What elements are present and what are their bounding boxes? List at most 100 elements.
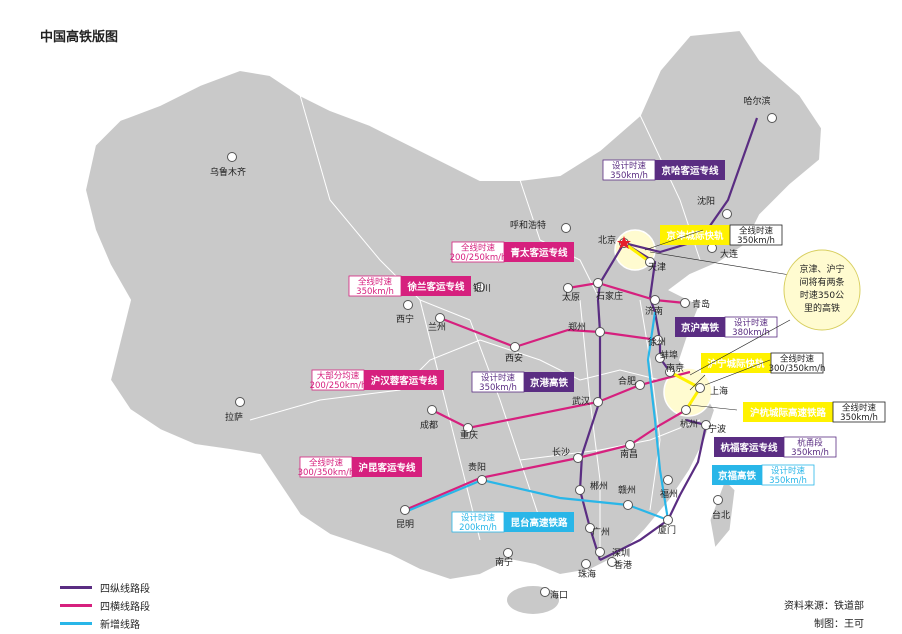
city-dot xyxy=(701,420,711,430)
city-dot xyxy=(503,548,513,558)
city-dot xyxy=(722,209,732,219)
route-spec-value: 200/250km/h xyxy=(450,253,507,263)
route-name: 京福高铁 xyxy=(718,470,757,482)
route-name-bg xyxy=(701,353,771,373)
city-label: 青岛 xyxy=(692,298,710,310)
kuntai-line xyxy=(404,478,669,522)
city-label: 广州 xyxy=(592,526,610,538)
city-label: 昆明 xyxy=(396,519,414,530)
city-label: 西宁 xyxy=(396,313,414,325)
city-label: 上海 xyxy=(710,385,728,397)
legend-item-horizontal: 四横线路段 xyxy=(60,596,150,614)
jingfu-line xyxy=(646,311,670,521)
route-name-bg xyxy=(675,317,725,337)
city-dot xyxy=(767,113,777,123)
city-label: 长沙 xyxy=(552,446,570,458)
city-dot xyxy=(427,405,437,415)
route-name: 徐兰客运专线 xyxy=(406,281,465,293)
city-dot xyxy=(235,397,245,407)
route-spec-label: 全线时速 xyxy=(461,243,496,254)
city-label: 拉萨 xyxy=(225,411,243,423)
city-dot xyxy=(581,559,591,569)
legend-swatch xyxy=(60,603,92,607)
route-spec-value: 350km/h xyxy=(356,287,394,297)
route-name-bg xyxy=(714,437,784,457)
city-label: 福州 xyxy=(660,488,678,500)
route-spec-bg xyxy=(761,464,815,486)
city-label: 重庆 xyxy=(460,429,478,441)
route-spec-label: 全线时速 xyxy=(309,458,344,469)
city-dot xyxy=(435,313,445,323)
route-spec-bg xyxy=(471,371,525,393)
note-line-3: 时速350公 xyxy=(800,289,844,301)
route-spec-value: 380km/h xyxy=(732,328,770,338)
city-dot xyxy=(623,500,633,510)
city-label: 厦门 xyxy=(658,524,676,536)
city-label: 蚌埠 xyxy=(660,349,678,361)
city-label: 兰州 xyxy=(428,321,446,333)
city-dot xyxy=(227,152,237,162)
route-spec-label: 设计时速 xyxy=(771,466,806,477)
city-dot xyxy=(635,380,645,390)
route-name: 京港高铁 xyxy=(530,377,569,389)
hukun-line xyxy=(404,409,687,512)
route-spec-value: 350km/h xyxy=(737,236,775,246)
route-spec-label: 设计时速 xyxy=(461,513,496,524)
legend-label: 四横线路段 xyxy=(100,601,150,613)
route-name: 沪汉蓉客运专线 xyxy=(371,375,438,387)
route-spec-label: 全线时速 xyxy=(780,354,815,365)
route-spec-bg xyxy=(311,369,365,391)
route-name-bg xyxy=(352,457,422,477)
city-dot xyxy=(573,453,583,463)
city-layer: 哈尔滨沈阳大连北京天津呼和浩特太原石家庄济南青岛乌鲁木齐银川西宁兰州西安郑州徐州… xyxy=(210,95,777,601)
city-dot xyxy=(663,515,673,525)
city-label: 郑州 xyxy=(568,321,586,333)
city-dot xyxy=(540,587,550,597)
city-dot xyxy=(681,405,691,415)
route-spec-label: 设计时速 xyxy=(612,161,647,172)
legend-label: 四纵线路段 xyxy=(100,583,150,595)
legend-item-vertical: 四纵线路段 xyxy=(60,578,150,596)
route-name-bg xyxy=(401,276,471,296)
city-dot xyxy=(595,327,605,337)
city-dot xyxy=(561,223,571,233)
route-name: 杭福客运专线 xyxy=(720,442,778,454)
route-spec-value: 200km/h xyxy=(459,523,497,533)
route-name: 昆台高速铁路 xyxy=(510,517,568,529)
route-name-bg xyxy=(655,160,725,180)
city-dot xyxy=(475,282,485,292)
city-dot xyxy=(663,475,673,485)
city-dot xyxy=(665,367,675,377)
route-spec-value: 350km/h xyxy=(840,413,878,423)
note-line-1: 京津、沪宁 xyxy=(799,263,844,275)
route-spec-value: 350km/h xyxy=(479,383,517,393)
city-dot xyxy=(593,278,603,288)
route-spec-label: 设计时速 xyxy=(734,318,769,329)
route-spec-bg xyxy=(451,511,505,533)
city-dot xyxy=(593,397,603,407)
route-spec-value: 350km/h xyxy=(610,171,648,181)
route-spec-value: 350km/h xyxy=(769,476,807,486)
route-spec-label: 全线时速 xyxy=(739,226,774,237)
route-name-bg xyxy=(504,512,574,532)
route-name-bg xyxy=(364,370,444,390)
legend: 四纵线路段 四横线路段 新增线路 xyxy=(60,578,150,632)
city-label: 徐州 xyxy=(648,336,666,348)
city-dot xyxy=(653,335,663,345)
route-tag-layer: 京哈客运专线设计时速350km/h京津城际快轨全线时速350km/h青太客运专线… xyxy=(298,159,886,533)
city-label: 南宁 xyxy=(495,556,513,568)
city-label: 武汉 xyxy=(572,395,590,407)
jingjin-line xyxy=(623,241,651,264)
legend-item-new: 新增线路 xyxy=(60,614,150,632)
route-name: 京沪高铁 xyxy=(681,322,720,334)
route-spec-value: 300/350km/h xyxy=(769,364,826,374)
route-tag: 京津城际快轨全线时速350km/h xyxy=(660,224,783,246)
route-name: 京哈客运专线 xyxy=(661,165,719,177)
route-name: 青太客运专线 xyxy=(510,247,568,259)
legend-label: 新增线路 xyxy=(100,619,140,631)
